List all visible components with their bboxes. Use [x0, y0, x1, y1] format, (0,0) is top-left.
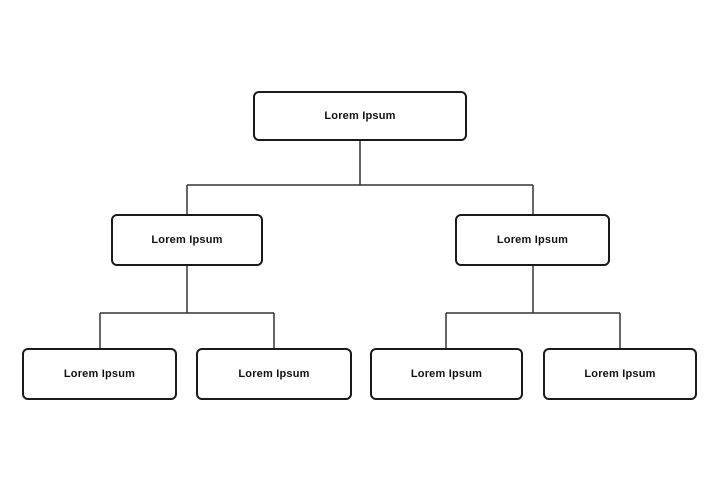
node-label: Lorem Ipsum [410, 368, 483, 380]
tree-node-level3-3[interactable]: Lorem Ipsum [370, 348, 523, 400]
node-label: Lorem Ipsum [584, 368, 656, 380]
node-label: Lorem Ipsum [496, 234, 569, 246]
tree-node-level2-left[interactable]: Lorem Ipsum [111, 214, 263, 266]
tree-node-level3-2[interactable]: Lorem Ipsum [196, 348, 352, 400]
tree-node-level2-right[interactable]: Lorem Ipsum [455, 214, 610, 266]
tree-node-level3-4[interactable]: Lorem Ipsum [543, 348, 697, 400]
node-label: Lorem Ipsum [324, 110, 396, 122]
tree-node-level3-1[interactable]: Lorem Ipsum [22, 348, 177, 400]
tree-node-root[interactable]: Lorem Ipsum [253, 91, 467, 141]
node-label: Lorem Ipsum [151, 234, 223, 246]
node-label: Lorem Ipsum [63, 368, 136, 380]
node-label: Lorem Ipsum [238, 368, 310, 380]
connector-lines [99, 141, 621, 348]
